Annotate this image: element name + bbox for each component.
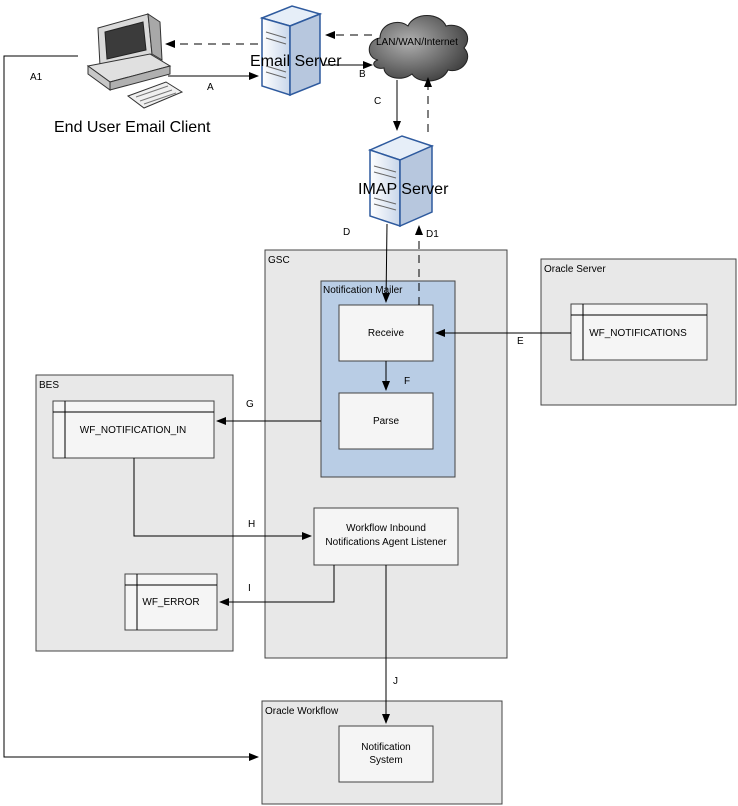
wf-notification-in-label: WF_NOTIFICATION_IN	[80, 425, 186, 436]
wf-notifications-table: WF_NOTIFICATIONS	[570, 303, 708, 361]
connector-g-label: G	[246, 399, 254, 410]
listener-label-1: Workflow Inbound	[346, 523, 426, 534]
oracle-workflow-label: Oracle Workflow	[265, 706, 339, 717]
bes-label: BES	[39, 380, 59, 391]
connector-a1-label: A1	[30, 72, 43, 83]
email-server-icon	[259, 5, 323, 97]
desktop-computer-icon	[86, 12, 184, 109]
connector-a1	[3, 55, 259, 761]
connector-e-label: E	[517, 336, 524, 347]
connector-h-label: H	[248, 519, 255, 530]
connector-b-label: B	[359, 69, 366, 80]
parse-box	[338, 392, 434, 450]
connector-j-label: J	[393, 676, 398, 687]
receive-box	[338, 304, 434, 362]
notification-system-label-1: Notification	[361, 742, 410, 753]
oracle-server-label: Oracle Server	[544, 264, 606, 275]
connector-f-label: F	[404, 376, 410, 387]
network-cloud-icon	[368, 15, 469, 82]
connector-c-label: C	[374, 96, 381, 107]
connector-a-label: A	[207, 82, 214, 93]
wf-error-table: WF_ERROR	[124, 573, 218, 631]
imap-server-icon	[367, 135, 435, 228]
listener-label-2: Notifications Agent Listener	[325, 537, 447, 548]
wf-notification-in-table: WF_NOTIFICATION_IN	[52, 400, 215, 459]
listener-box	[313, 507, 459, 566]
gsc-label: GSC	[268, 255, 290, 266]
connector-d-label: D	[343, 227, 350, 238]
connector-i-label: I	[248, 583, 251, 594]
connector-d1-label: D1	[426, 229, 439, 240]
wf-error-label: WF_ERROR	[142, 597, 199, 608]
cloud-label: LAN/WAN/Internet	[376, 37, 458, 48]
receive-label: Receive	[368, 328, 405, 339]
notification-system-label-2: System	[369, 755, 402, 766]
imap-server-label: IMAP Server	[358, 181, 449, 198]
email-client-label: End User Email Client	[54, 119, 211, 136]
parse-label: Parse	[373, 416, 400, 427]
notification-system-box	[338, 725, 434, 783]
wf-notifications-label: WF_NOTIFICATIONS	[589, 328, 687, 339]
connector-h	[133, 458, 312, 540]
connector-d	[382, 223, 391, 303]
connector-i	[219, 565, 335, 606]
notification-mailer-label: Notification Mailer	[323, 285, 403, 296]
email-server-label: Email Server	[250, 53, 342, 70]
